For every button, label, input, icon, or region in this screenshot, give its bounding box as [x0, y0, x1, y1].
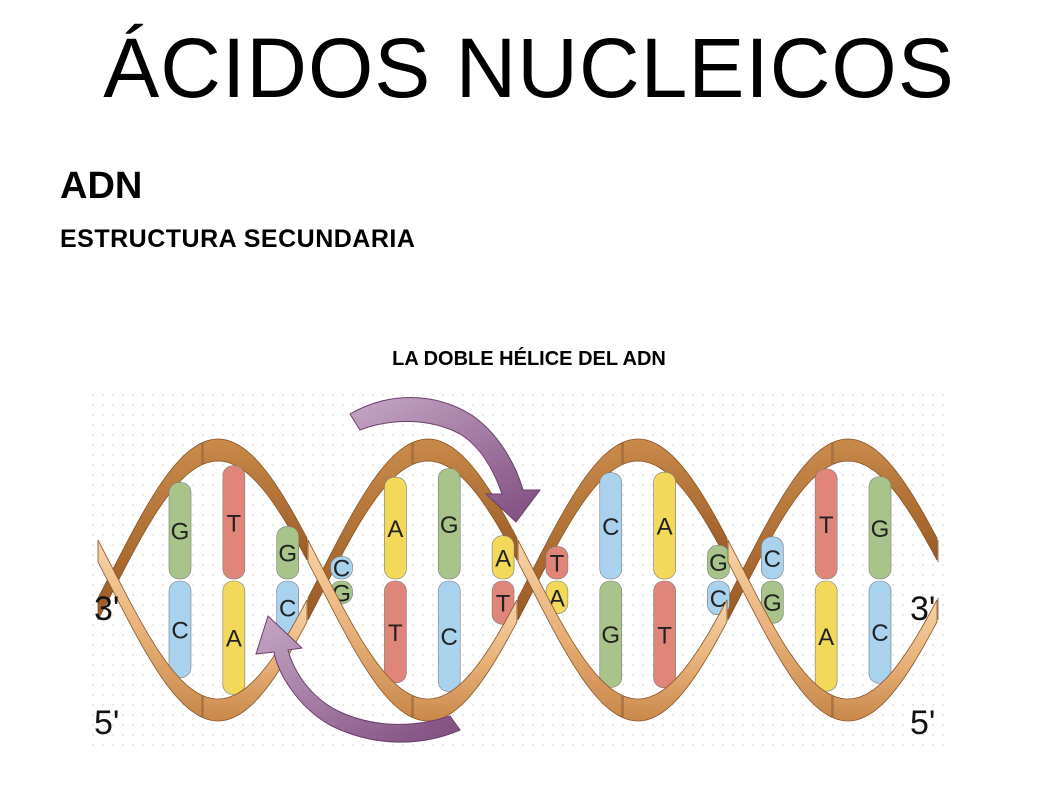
base-bottom-bar [868, 580, 892, 684]
base-bottom-letter: C [710, 586, 727, 613]
base-top-bar [868, 476, 892, 580]
base-pair: GC [437, 468, 461, 692]
backbone-segment [202, 599, 308, 722]
base-pair: AT [653, 471, 676, 689]
backbone-segment [727, 442, 833, 621]
base-bottom-letter: C [441, 624, 458, 651]
base-pair: AT [384, 476, 407, 684]
page-title: ÁCIDOS NUCLEICOS [103, 21, 955, 115]
base-top-letter: C [764, 546, 781, 573]
base-top-bar [814, 468, 838, 580]
backbone-segment [307, 539, 413, 718]
base-top-bar [599, 472, 623, 580]
base-top-letter: T [550, 551, 565, 578]
base-bottom-letter: C [871, 620, 888, 647]
base-top-bar [545, 546, 569, 580]
base-pair: CG [599, 472, 623, 688]
backbone-strand-back [97, 438, 939, 621]
rotation-arrow-top [349, 397, 541, 523]
base-bottom-bar [491, 580, 515, 625]
base-pair: GC [868, 476, 892, 684]
base-top-bar [437, 468, 461, 580]
rotation-arrow-bottom [255, 615, 461, 743]
backbone-segment [832, 438, 938, 561]
backbone-strand-front [97, 539, 939, 722]
base-top-letter: A [495, 545, 511, 572]
label-5prime-left: 5' [94, 704, 119, 742]
base-bottom-letter: T [657, 622, 672, 649]
base-bottom-letter: G [601, 622, 620, 649]
base-top-letter: T [819, 512, 834, 539]
base-bottom-letter: T [496, 591, 511, 618]
base-top-bar [491, 535, 515, 580]
label-5prime-right: 5' [910, 704, 935, 742]
base-top-bar [761, 536, 784, 580]
base-pair: TA [814, 468, 838, 692]
base-top-letter: T [227, 510, 242, 537]
backbone-segment [202, 438, 308, 561]
label-3prime-left: 3' [94, 590, 119, 628]
base-top-letter: G [709, 550, 728, 577]
base-bottom-letter: A [226, 626, 242, 653]
base-bottom-bar [168, 580, 192, 678]
base-bottom-bar [814, 580, 838, 692]
base-bottom-letter: A [818, 624, 834, 651]
base-top-bar [222, 465, 246, 580]
base-top-bar [653, 471, 676, 580]
backbone-segment [727, 539, 833, 718]
base-top-letter: G [871, 516, 890, 543]
label-3prime-right: 3' [910, 590, 935, 628]
base-top-letter: A [657, 514, 673, 541]
base-bottom-letter: T [388, 620, 403, 647]
base-top-bar [330, 556, 353, 580]
base-top-letter: G [278, 541, 297, 568]
subtitle: ADN [60, 165, 143, 207]
base-top-bar [276, 526, 299, 580]
base-pair: GC [276, 526, 299, 634]
backbone-segment [622, 599, 728, 722]
backbone-segment [412, 438, 518, 561]
base-pair: AT [491, 535, 515, 625]
base-top-letter: C [602, 514, 619, 541]
backbone-segment [517, 539, 623, 718]
base-top-bar [384, 476, 407, 580]
base-top-bar [168, 482, 192, 580]
base-top-letter: A [387, 516, 403, 543]
backbone-segment [97, 442, 203, 621]
base-bottom-letter: A [549, 585, 565, 612]
base-bottom-bar [599, 580, 623, 688]
base-pair: TA [222, 465, 246, 695]
backbone-segment [97, 539, 203, 718]
base-bottom-letter: G [763, 590, 782, 617]
base-bottom-bar [761, 580, 784, 624]
base-bottom-bar [384, 580, 407, 684]
base-top-letter: G [171, 519, 190, 546]
backbone-segment [832, 599, 938, 722]
base-pair: GC [168, 482, 192, 678]
base-pair: TA [545, 546, 569, 614]
base-bottom-letter: C [171, 617, 188, 644]
base-top-letter: C [333, 556, 350, 583]
base-bottom-bar [653, 580, 676, 689]
base-top-letter: G [440, 512, 459, 539]
base-bottom-bar [437, 580, 461, 692]
figure-caption: LA DOBLE HÉLICE DEL ADN [392, 348, 666, 370]
base-bottom-letter: C [279, 595, 296, 622]
backbone-segment [412, 599, 518, 722]
section-heading: ESTRUCTURA SECUNDARIA [60, 225, 416, 253]
base-pair: CG [761, 536, 784, 624]
base-bottom-bar [276, 580, 299, 634]
base-bottom-bar [222, 580, 246, 695]
